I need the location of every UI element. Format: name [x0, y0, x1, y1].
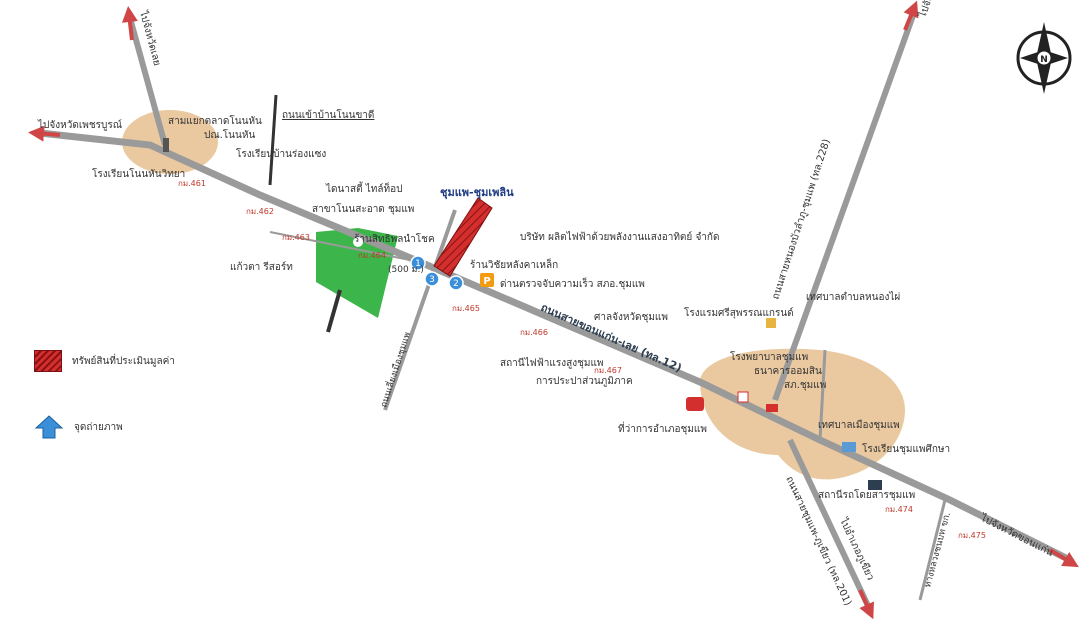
- toyota-icon: [686, 397, 704, 411]
- label-road-nonkhadi: ถนนเข้าบ้านโนนขาดี: [282, 108, 374, 121]
- place-label: การประปาส่วนภูมิภาค: [536, 376, 633, 387]
- km-marker: กม.466: [520, 328, 548, 337]
- legend-property-swatch: [34, 350, 62, 372]
- subject-title: ชุมแพ-ชุมเพลิน: [440, 186, 514, 200]
- photo-point-icon: [34, 415, 64, 439]
- place-label: เทศบาลตำบลหนองไผ่: [806, 291, 900, 303]
- place-label: สาขาโนนสะอาด ชุมแพ: [312, 202, 414, 215]
- place-label: แก้วตา รีสอร์ท: [230, 261, 293, 273]
- arrow-loei: [121, 6, 138, 41]
- label-to-khonkaen: ไปจังหวัดขอนแก่น: [978, 512, 1056, 559]
- parking-icon: P: [480, 273, 494, 287]
- photo-point-1[interactable]: 1: [410, 255, 426, 271]
- place-label: โรงพยาบาลชุมแพ: [730, 350, 808, 363]
- photo-point-2[interactable]: 2: [448, 275, 464, 291]
- label-bypass: ถนนเลี่ยงเมืองชุมแพ: [376, 330, 413, 409]
- svg-text:3: 3: [429, 275, 435, 285]
- hospital-icon: [737, 391, 749, 403]
- arrow-phetchabun: [28, 125, 61, 142]
- road-201: [787, 438, 873, 612]
- arrow-nongbualamphu: [903, 0, 919, 31]
- school-icon: [842, 442, 856, 452]
- place-label: โรงเรียนโนนหันวิทยา: [92, 167, 185, 180]
- photo-point-3[interactable]: 3: [424, 271, 440, 287]
- place-label: ปณ.โนนหัน: [204, 128, 255, 141]
- km-marker: กม.474: [885, 505, 913, 514]
- place-label: ไดนาสตี้ ไทล์ท็อป: [325, 181, 402, 195]
- place-label: ร้านสิทธิพลนำโชค: [354, 232, 435, 245]
- place-label: เทศบาลเมืองชุมแพ: [818, 419, 900, 431]
- place-label: ธนาคารออมสิน: [754, 366, 822, 377]
- compass-icon: N: [1016, 22, 1072, 94]
- place-label: โรงเรียนบ้านร่องแซง: [236, 147, 326, 160]
- place-label: โรงแรมศรีสุพรรณแกรนด์: [684, 306, 794, 319]
- road-left-short: [269, 231, 421, 263]
- road-nonkhadi: [268, 94, 278, 186]
- place-label: ด่านตรวจจับความเร็ว สภอ.ชุมแพ: [500, 276, 645, 290]
- bank-icon: [766, 404, 778, 412]
- inner-road-east: [818, 349, 827, 441]
- place-label: สถานีไฟฟ้าแรงสูงชุมแพ: [500, 357, 604, 369]
- legend-property-label: ทรัพย์สินที่ประเมินมูลค่า: [72, 355, 175, 367]
- km-marker: กม.464: [358, 251, 386, 260]
- label-to-nongbualamphu: ไปจังหวัดหนองบัวลำภู: [916, 0, 960, 20]
- legend-property: ทรัพย์สินที่ประเมินมูลค่า: [34, 350, 175, 372]
- label-distance: (500 ม.): [388, 265, 424, 275]
- road-to-loei: [127, 17, 168, 146]
- bus-station-icon: [868, 480, 882, 490]
- label-road-north: ถนนสายหนองบัวลำภู-ชุมแพ (ทล.228): [770, 138, 832, 301]
- place-label: สามแยกตลาดโนนหัน: [168, 114, 262, 127]
- place-label: ศาลจังหวัดชุมแพ: [594, 312, 668, 323]
- km-marker: กม.463: [282, 233, 310, 242]
- town-area-nonhan: [122, 110, 218, 174]
- svg-text:1: 1: [415, 259, 421, 269]
- tree-icon: [353, 237, 363, 247]
- traffic-light-icon: [163, 138, 169, 152]
- km-marker: กม.467: [594, 366, 622, 375]
- legend-photo-point: จุดถ่ายภาพ: [34, 414, 123, 440]
- km-marker: กม.465: [452, 304, 480, 313]
- label-to-phetchabun: ไปจังหวัดเพชรบูรณ์: [37, 119, 122, 131]
- main-road-12: [36, 129, 1074, 564]
- bypass-road: [383, 209, 457, 411]
- place-label: ร้านวิชัยหลังคาเหล็ก: [470, 257, 558, 271]
- green-area-road: [326, 289, 342, 333]
- green-area: [316, 228, 398, 318]
- arrow-phukhieo: [858, 589, 874, 620]
- place-label: บริษัท ผลิตไฟฟ้าด้วยพลังงานแสงอาทิตย์ จำ…: [520, 231, 719, 243]
- place-label: สภ.ชุมแพ: [784, 380, 826, 391]
- svg-text:P: P: [483, 276, 490, 287]
- km-marker: กม.462: [246, 207, 274, 216]
- inner-road-south: [918, 499, 947, 601]
- arrow-khonkaen: [1048, 548, 1079, 568]
- place-label: โรงเรียนชุมแพศึกษา: [862, 442, 950, 455]
- place-label: ที่ว่าการอำเภอชุมแพ: [618, 421, 707, 435]
- svg-text:N: N: [1040, 55, 1048, 65]
- road-228: [772, 8, 918, 402]
- svg-text:2: 2: [453, 279, 459, 289]
- km-marker: กม.475: [958, 531, 986, 540]
- place-label: สถานีรถโดยสารชุมแพ: [818, 488, 915, 501]
- hotel-icon: [766, 318, 776, 328]
- km-marker: กม.461: [178, 179, 206, 188]
- subject-property[interactable]: [433, 197, 493, 277]
- legend-photo-point-label: จุดถ่ายภาพ: [74, 421, 123, 433]
